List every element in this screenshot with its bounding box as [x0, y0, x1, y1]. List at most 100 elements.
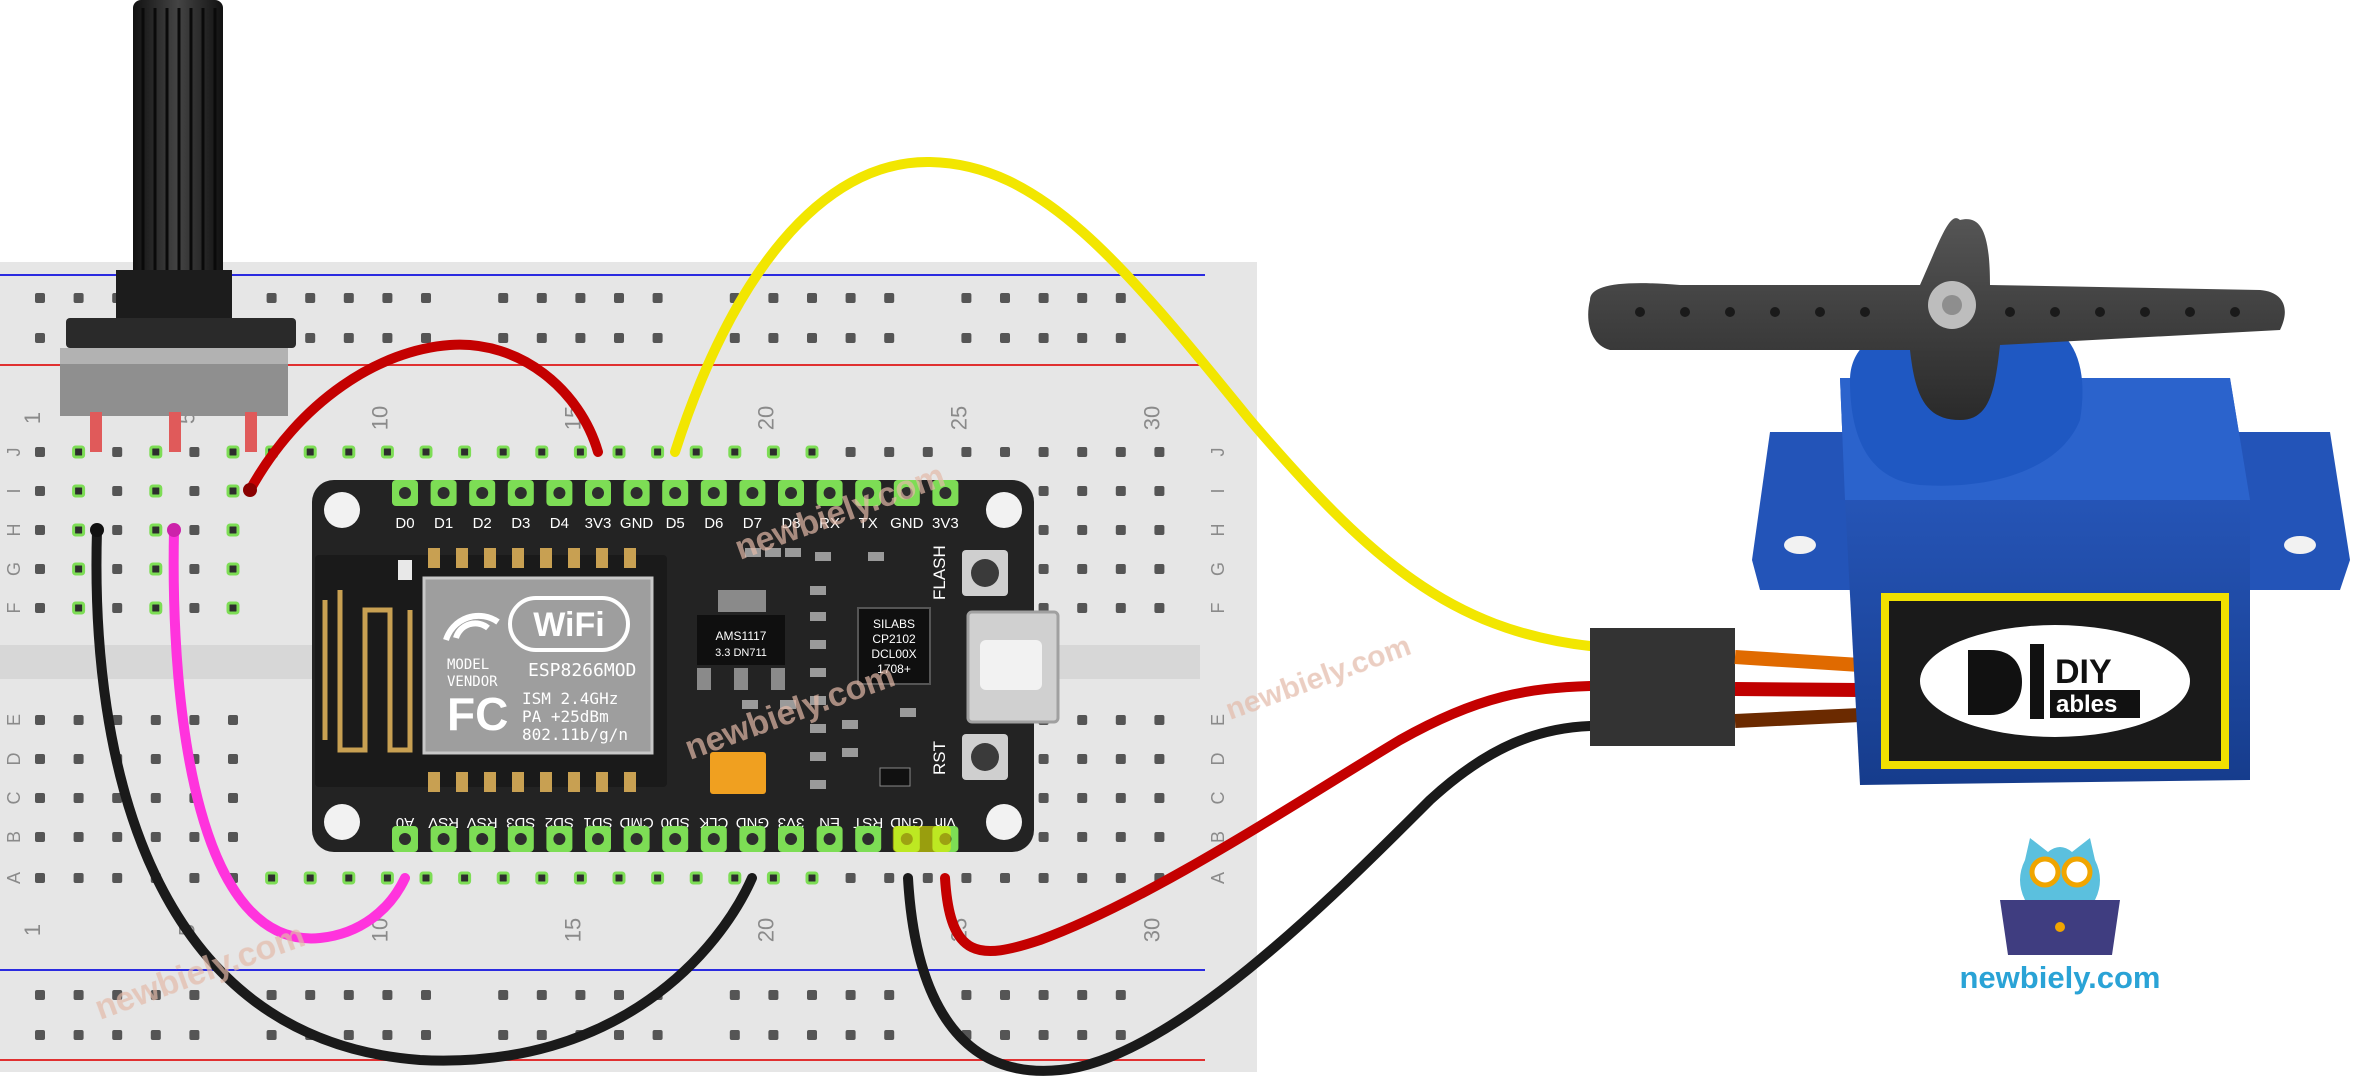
rail-hole: [1077, 333, 1088, 343]
smd-resistor: [780, 700, 796, 709]
breadboard-hole: [72, 484, 86, 498]
breadboard-hole: [189, 564, 200, 574]
breadboard-hole: [73, 715, 84, 725]
breadboard-hole: [226, 601, 240, 615]
servo-wire-red: [1734, 682, 1861, 697]
breadboard-hole: [766, 871, 780, 885]
breadboard-hole: [228, 754, 238, 764]
rail-hole: [343, 333, 354, 343]
breadboard-hole: [73, 754, 84, 764]
servo-horn-holes: [1635, 307, 2240, 317]
usb-chip-line-1: SILABS: [873, 617, 915, 631]
breadboard-hole: [535, 445, 549, 459]
laptop-logo-icon: [2055, 922, 2065, 932]
module-pad: [596, 548, 608, 568]
rail-hole: [807, 990, 817, 1000]
potentiometer-pin-3: [245, 412, 257, 452]
breadboard-hole: [1154, 447, 1165, 457]
smd-resistor: [810, 586, 826, 595]
rail-hole: [652, 333, 663, 343]
breadboard-hole: [1115, 486, 1126, 496]
breadboard-hole: [419, 445, 433, 459]
module-pad: [456, 548, 468, 568]
pin-hole: [746, 487, 759, 499]
rail-hole: [768, 1030, 779, 1040]
rail-hole: [73, 1030, 84, 1040]
module-pad: [512, 548, 524, 568]
breadboard-hole: [535, 871, 549, 885]
rail-hole: [768, 293, 779, 303]
rst-button-cap[interactable]: [971, 743, 999, 771]
breadboard-hole: [112, 564, 123, 574]
pin-label-top: 3V3: [932, 515, 959, 532]
rail-hole: [150, 990, 161, 1000]
breadboard-hole: [1154, 603, 1165, 613]
newbiely-brand: newbiely.com: [1960, 838, 2161, 995]
breadboard-hole: [35, 793, 45, 803]
row-letter: C: [4, 792, 24, 805]
rail-hole: [614, 990, 624, 1000]
potentiometer-collar: [116, 270, 232, 318]
rail-hole: [266, 293, 277, 303]
rail-hole: [575, 333, 586, 343]
row-letter: D: [4, 753, 24, 766]
diyables-logo-ables-bg: [2050, 690, 2140, 718]
module-pad: [540, 548, 552, 568]
rail-hole: [807, 333, 817, 343]
horn-hole: [1815, 307, 1825, 317]
rail-hole: [575, 293, 586, 303]
breadboard-hole: [112, 715, 123, 725]
breadboard-hole: [150, 793, 161, 803]
breadboard-hole: [228, 715, 238, 725]
breadboard-hole: [612, 871, 626, 885]
potentiometer-pin-1: [90, 412, 102, 452]
breadboard-hole: [1115, 603, 1126, 613]
breadboard-hole: [189, 832, 200, 842]
rail-hole: [845, 1030, 856, 1040]
breadboard-hole: [1077, 564, 1088, 574]
regulator-line-1: AMS1117: [716, 629, 767, 643]
usb-chip-line-3: DCL00X: [871, 647, 916, 661]
rail-hole: [729, 990, 740, 1000]
module-pad: [540, 772, 552, 792]
breadboard-hole: [1077, 832, 1088, 842]
breadboard-hole: [149, 562, 163, 576]
breadboard-hole: [226, 523, 240, 537]
breadboard-hole: [342, 445, 356, 459]
breadboard-hole: [1154, 832, 1165, 842]
mount-hole-top-right: [986, 492, 1022, 528]
rail-hole: [1000, 990, 1010, 1000]
row-letter: G: [1208, 562, 1228, 576]
row-letter: F: [1208, 603, 1228, 614]
servo-mount-hole-right: [2284, 536, 2316, 554]
breadboard-hole: [845, 447, 856, 457]
diyables-logo-mark: [1968, 650, 2022, 715]
breadboard-hole: [1038, 873, 1049, 883]
row-letter: E: [4, 714, 24, 726]
wire-black-pot-gnd: [91, 525, 757, 1066]
breadboard-hole: [1077, 603, 1088, 613]
smd-resistor: [842, 748, 858, 757]
row-letter: D: [1208, 753, 1228, 766]
pin-hole: [939, 487, 952, 499]
breadboard-hole: [150, 715, 161, 725]
flash-button-cap[interactable]: [971, 559, 999, 587]
rail-hole: [112, 990, 123, 1000]
wire-end-black-pot: [90, 523, 104, 537]
row-letter: I: [1208, 488, 1228, 493]
pin-hole: [399, 833, 411, 845]
brand-site-text[interactable]: newbiely.com: [1960, 960, 2161, 995]
smd-resistor: [785, 548, 801, 557]
breadboard-hole: [651, 871, 665, 885]
row-letter: E: [1208, 714, 1228, 726]
pin-hole: [900, 487, 913, 499]
horn-hole: [2230, 307, 2240, 317]
rail-hole: [884, 333, 895, 343]
breadboard-hole: [189, 873, 200, 883]
breadboard-hole: [689, 445, 703, 459]
breadboard-hole: [728, 871, 742, 885]
breadboard-hole: [651, 445, 665, 459]
pin-label-top: GND: [620, 515, 654, 532]
usb-serial-chip: [857, 607, 931, 685]
rail-hole: [1038, 293, 1049, 303]
